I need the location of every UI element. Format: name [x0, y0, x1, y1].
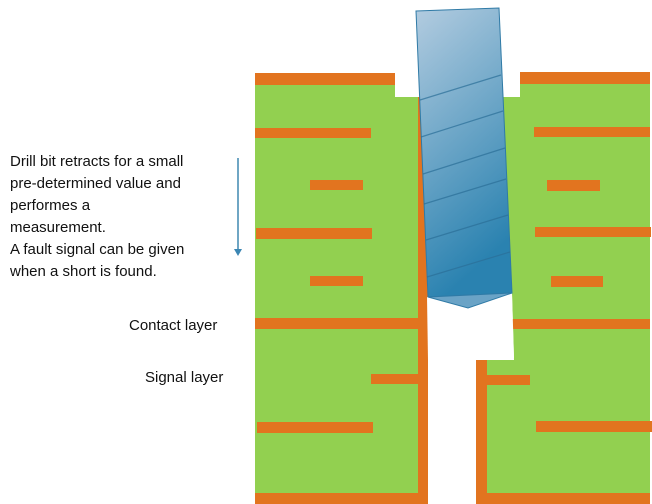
drilled-hole-gap [427, 294, 514, 360]
left-inner-layer-1 [255, 128, 371, 138]
left-inner-layer-3 [256, 228, 372, 239]
signal-layer-label: Signal layer [145, 369, 224, 386]
description-line: Drill bit retracts for a small [10, 153, 184, 170]
right-bottom-copper [476, 493, 650, 504]
right-top-copper [520, 72, 650, 84]
description-line: pre-determined value and [10, 175, 181, 192]
description-line: performes a [10, 197, 91, 214]
right-inner-layer-4 [551, 276, 603, 287]
left-inner-layer-2 [310, 180, 363, 190]
right-contact-layer [512, 319, 650, 329]
right-board-section [427, 72, 652, 504]
right-board-substrate-upper [503, 84, 650, 360]
drill-flutes [419, 74, 511, 278]
left-board-substrate [255, 85, 418, 493]
left-board-section [255, 73, 428, 504]
drill-bit [415, 7, 513, 309]
retract-arrow-icon [234, 158, 242, 256]
right-inner-layer-2 [547, 180, 600, 191]
left-inner-layer-7 [257, 422, 373, 433]
left-contact-layer [255, 318, 425, 329]
left-signal-layer [371, 374, 421, 384]
contact-layer-label: Contact layer [129, 317, 218, 334]
right-inner-layer-7 [536, 421, 652, 432]
right-inner-layer-1 [534, 127, 650, 137]
description-line: A fault signal can be given [10, 241, 185, 258]
right-signal-layer [487, 375, 530, 385]
right-inner-layer-3 [535, 227, 651, 237]
left-top-copper [255, 73, 395, 85]
description-line: when a short is found. [10, 263, 157, 280]
left-bottom-copper [255, 493, 428, 504]
right-hole-plating [476, 360, 487, 504]
drill-description: Drill bit retracts for a small pre-deter… [10, 151, 184, 283]
left-inner-layer-4 [310, 276, 363, 286]
drill-body [415, 7, 513, 298]
drill-tip [427, 292, 513, 309]
description-line: measurement. [10, 219, 106, 236]
